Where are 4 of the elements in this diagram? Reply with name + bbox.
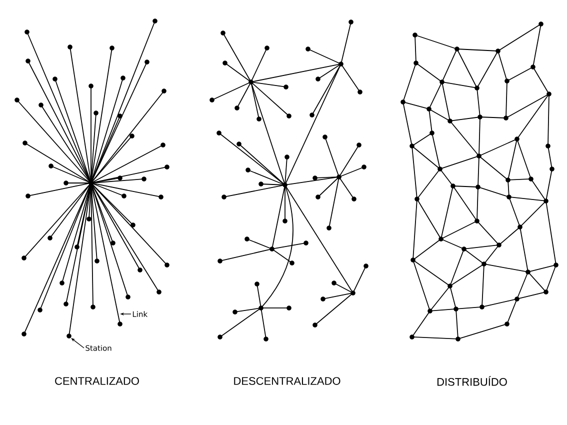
network-caption: CENTRALIZADO: [55, 377, 139, 385]
leader-line: [71, 338, 84, 348]
network-caption: DISTRIBUÍDO: [437, 376, 507, 386]
network-caption: DESCENTRALIZADO: [234, 377, 340, 385]
